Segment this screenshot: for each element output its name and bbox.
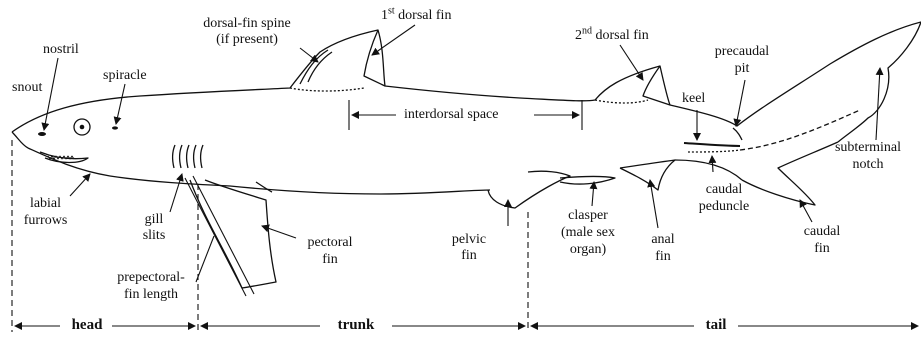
pointer-precaudal [733,79,746,127]
label-prepectoral-line1: prepectoral- [117,270,185,285]
label-first-dorsal-fin: 1st dorsal fin [381,5,452,23]
label-precaudal-line2: pit [734,61,750,76]
label-pectoral-line1: pectoral [307,235,353,250]
label-dorsal-spine-line1: dorsal-fin spine [203,16,291,31]
first-dorsal-rear [363,29,386,87]
pointer-second-dorsal [619,44,644,81]
label-anal-line1: anal [651,232,675,247]
label-anal-line2: fin [655,249,671,264]
caudal-keel [683,142,741,147]
label-spiracle: spiracle [103,68,147,83]
caudal-keel-lower [687,149,741,153]
label-subterminal-line1: subterminal [834,140,902,155]
label-subterminal-line2: notch [852,157,884,172]
gill-slit-1 [171,144,176,169]
pectoral-fin-inner [255,181,273,193]
dorsal-fin-spine-inner [307,51,333,83]
prepectoral-measure [184,177,247,297]
label-peduncle-line2: peduncle [698,199,750,214]
pointer-spiracle [113,83,126,125]
head-features [38,118,118,136]
shark-dorsal-profile [11,21,921,133]
caudal-fin-lower [741,141,839,206]
first-dorsal-text: dorsal fin [394,8,452,23]
label-nostril: nostril [43,42,79,57]
label-labial-line2: furrows [23,213,68,228]
anal-fin [619,159,676,191]
precaudal-pit [732,127,743,141]
label-snout: snout [12,80,43,95]
second-dorsal-text: dorsal fin [592,28,649,43]
second-dorsal-number: 2 [575,28,582,43]
prepectoral-measure-2 [192,175,255,295]
dorsal-fin-spine [299,49,329,85]
pointer-dorsal-spine [299,47,319,63]
pointer-peduncle [708,155,717,173]
second-dorsal-suffix: nd [582,25,592,37]
label-second-dorsal-fin: 2nd dorsal fin [575,25,649,43]
mouth [39,151,89,164]
shark-ventral-profile [27,147,491,195]
first-dorsal-base [289,87,365,92]
pectoral-fin [189,179,277,289]
gill-slit-5 [199,144,204,169]
gill-slit-4 [192,144,197,169]
caudal-fin-upper [837,21,921,143]
nostril-mark [38,132,46,136]
measurement-lines [11,100,919,332]
label-pelvic-line2: fin [461,248,477,263]
tail-axis [739,109,861,151]
pointer-subterminal [875,67,884,141]
pointer-prepectoral [195,235,215,283]
gill-slit-3 [185,144,190,169]
label-gill-line1: gill [144,212,164,227]
label-dorsal-spine-line2: (if present) [216,32,278,47]
pupil [79,124,85,130]
gill-slit-2 [178,144,183,169]
shark-outline [11,21,921,289]
pointer-first-dorsal [371,24,416,56]
label-pelvic-line1: pelvic [451,232,487,247]
label-precaudal-line1: precaudal [714,44,770,59]
pointer-labial [69,173,91,197]
label-region-head: head [71,317,103,333]
teeth [47,155,75,160]
second-dorsal-base [594,99,649,104]
second-dorsal-rear [642,65,671,106]
label-caudal-line1: caudal [803,224,841,239]
pelvic-fin [487,170,571,209]
label-clasper-line3: organ) [569,242,607,257]
label-region-trunk: trunk [337,317,375,333]
first-dorsal-suffix: st [388,5,395,17]
label-gill-line2: slits [142,228,166,243]
clasper [559,175,616,185]
label-clasper-line2: (male sex [560,225,616,240]
pointer-gill [169,173,184,213]
label-peduncle-line1: caudal [705,182,743,197]
pointer-clasper [589,181,598,207]
label-clasper-line1: clasper [568,208,608,223]
pointer-caudal [799,199,813,223]
label-prepectoral-line2: fin length [123,287,179,302]
label-interdorsal-space: interdorsal space [401,107,502,122]
pointer-lines [41,24,884,283]
spiracle-mark [112,126,118,130]
label-labial-line1: labial [29,196,62,211]
label-keel: keel [682,91,706,106]
eye [73,118,91,136]
label-region-tail: tail [705,317,727,333]
pointer-nostril [41,57,59,131]
first-dorsal-number: 1 [381,8,388,23]
pointer-pectoral [261,224,297,239]
label-caudal-line2: fin [814,241,830,256]
snout-tip [11,131,29,149]
label-pectoral-line2: fin [322,252,338,267]
pointer-anal [647,179,659,229]
peduncle-lower [674,159,743,181]
